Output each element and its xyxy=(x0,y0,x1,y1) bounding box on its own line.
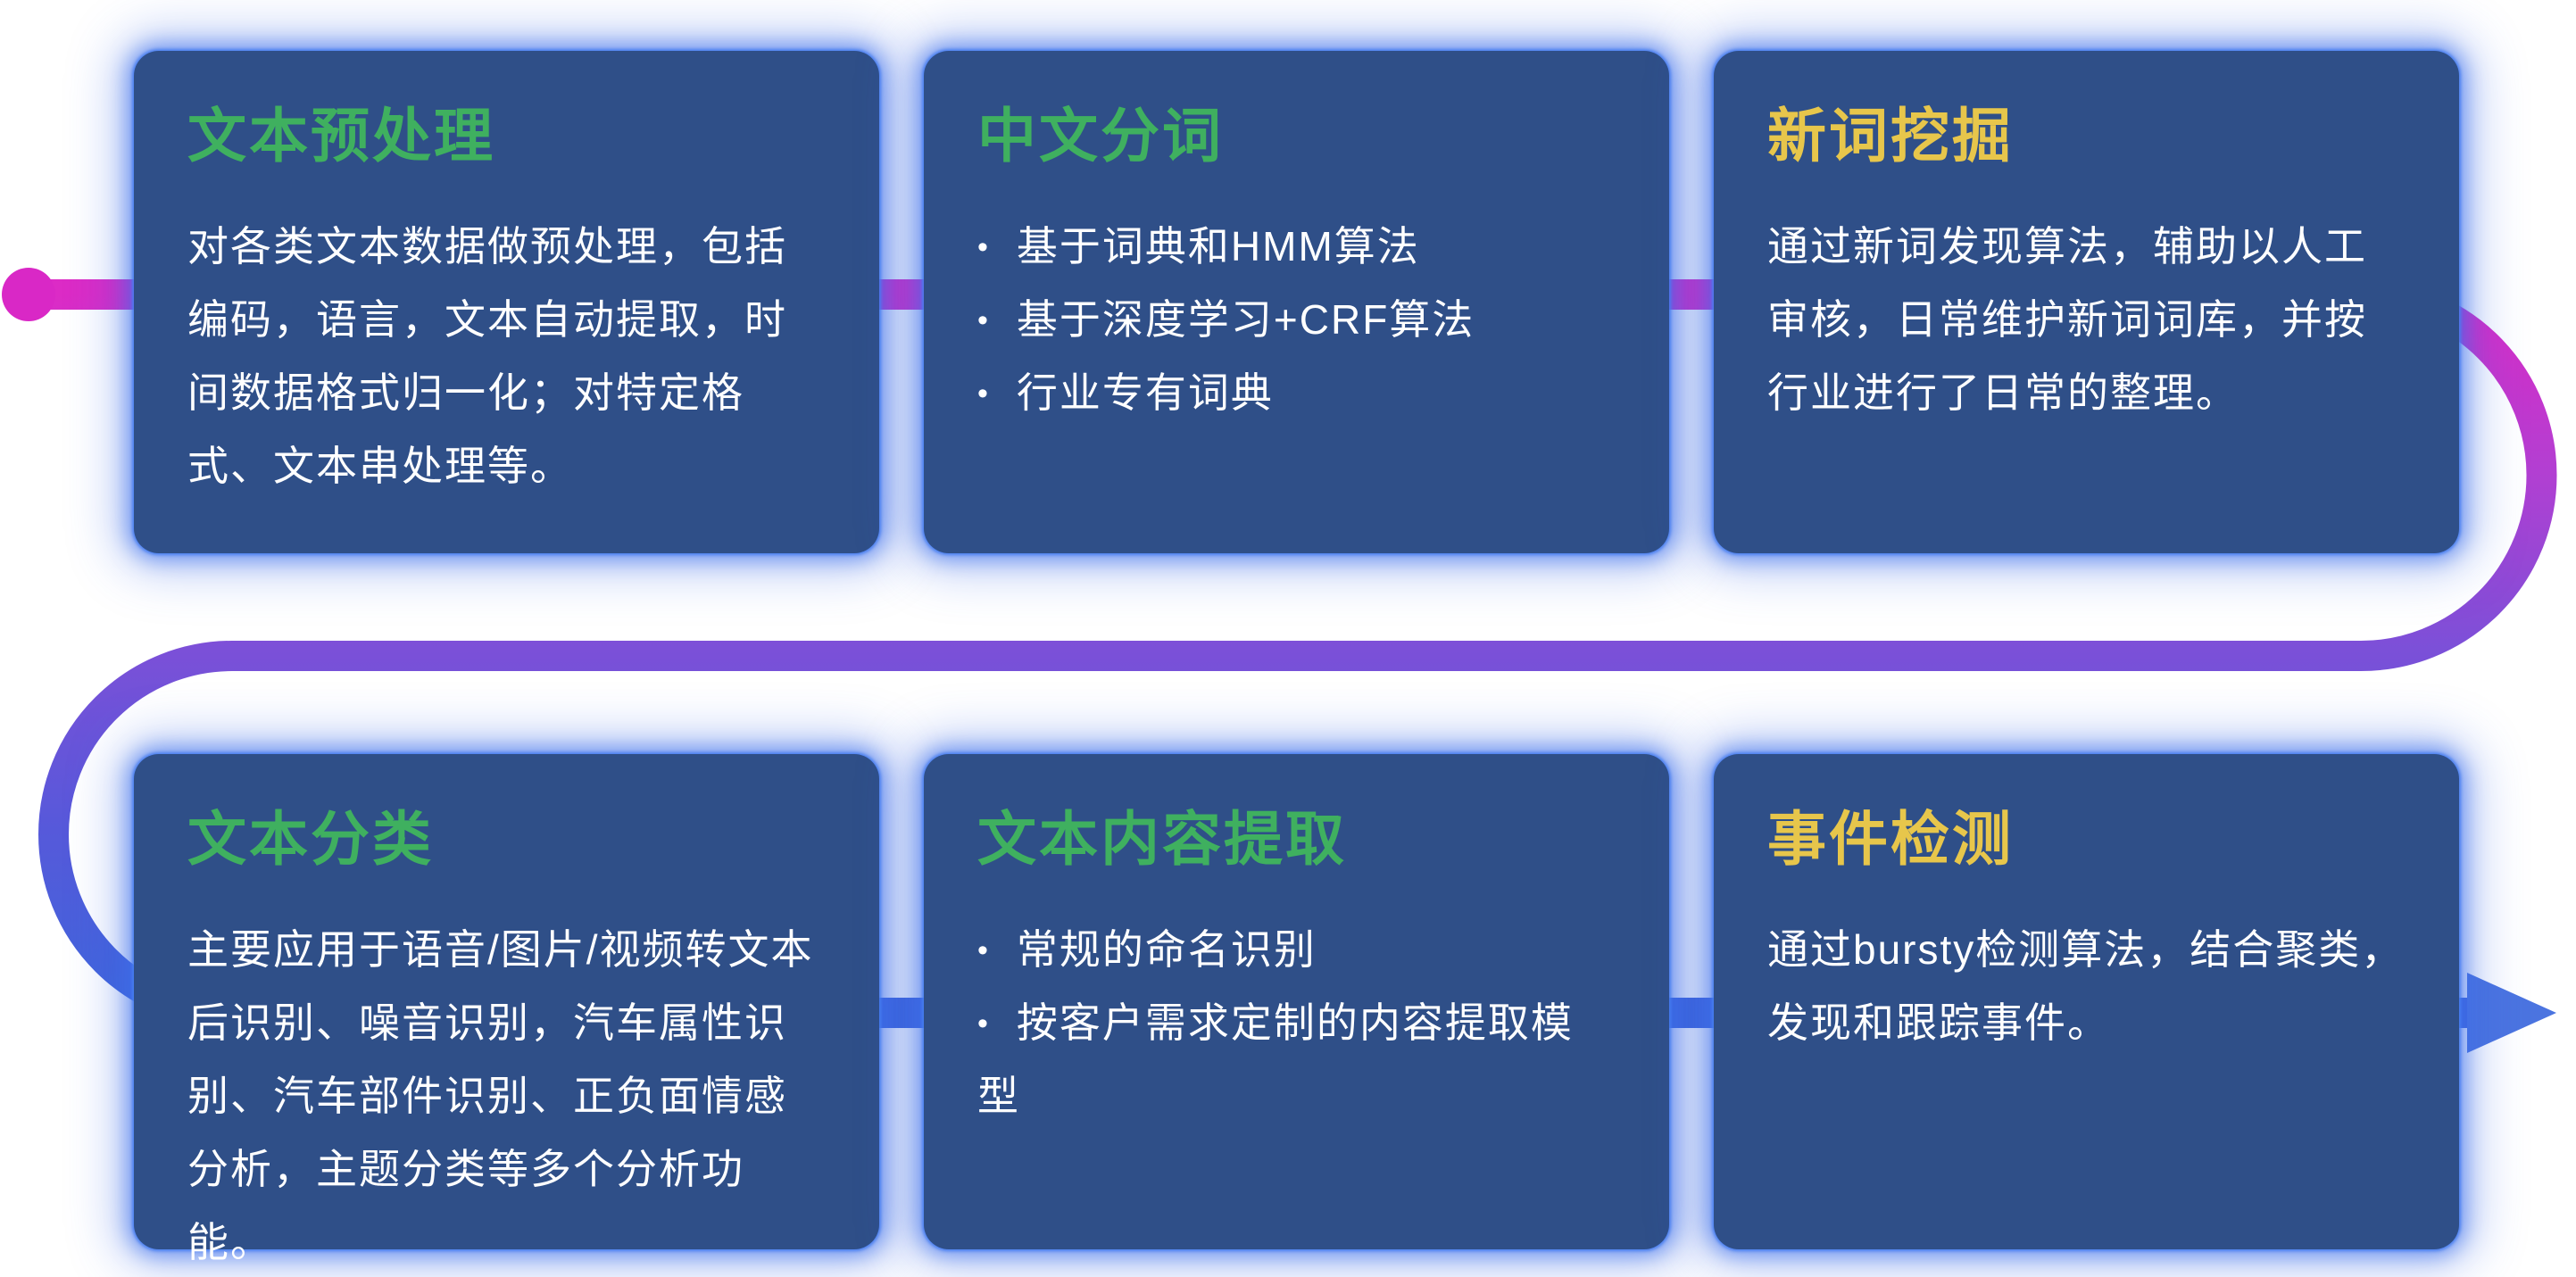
card-body: 主要应用于语音/图片/视频转文本后识别、噪音识别，汽车属性识别、汽车部件识别、正… xyxy=(187,926,814,1265)
bullet-item: 基于深度学习+CRF算法 xyxy=(977,284,1616,357)
card-new-word-mining: 新词挖掘 通过新词发现算法，辅助以人工审核，日常维护新词词库，并按行业进行了日常… xyxy=(1714,51,2459,553)
bullet-item: 常规的命名识别 xyxy=(977,914,1616,987)
card-title: 文本预处理 xyxy=(187,103,495,169)
flow-start-dot-icon xyxy=(2,268,55,321)
card-title: 文本内容提取 xyxy=(977,806,1347,872)
card-body: 通过bursty检测算法，结合聚类，发现和跟踪事件。 xyxy=(1767,926,2405,1047)
card-body: 对各类文本数据做预处理，包括编码，语言，文本自动提取，时间数据格式归一化；对特定… xyxy=(187,223,787,489)
card-event-detection: 事件检测 通过bursty检测算法，结合聚类，发现和跟踪事件。 xyxy=(1714,754,2459,1249)
card-title: 中文分词 xyxy=(977,103,1224,169)
flow-path xyxy=(29,279,2557,1028)
card-title: 文本分类 xyxy=(187,806,434,872)
flow-arrow-icon xyxy=(2467,973,2556,1053)
bullet-item: 基于词典和HMM算法 xyxy=(977,211,1616,284)
card-text-classification: 文本分类 主要应用于语音/图片/视频转文本后识别、噪音识别，汽车属性识别、汽车部… xyxy=(134,754,879,1265)
card-bullet-list: 基于词典和HMM算法 基于深度学习+CRF算法 行业专有词典 xyxy=(977,211,1616,430)
bullet-item: 按客户需求定制的内容提取模型 xyxy=(977,987,1616,1133)
card-text-content-extraction: 文本内容提取 常规的命名识别 按客户需求定制的内容提取模型 xyxy=(924,754,1669,1249)
card-body: 通过新词发现算法，辅助以人工审核，日常维护新词词库，并按行业进行了日常的整理。 xyxy=(1767,223,2367,416)
card-chinese-word-segmentation: 中文分词 基于词典和HMM算法 基于深度学习+CRF算法 行业专有词典 xyxy=(924,51,1669,553)
card-bullet-list: 常规的命名识别 按客户需求定制的内容提取模型 xyxy=(977,914,1616,1133)
card-title: 新词挖掘 xyxy=(1767,103,2014,169)
bullet-item: 行业专有词典 xyxy=(977,357,1616,430)
card-title: 事件检测 xyxy=(1767,806,2014,872)
card-text-preprocessing: 文本预处理 对各类文本数据做预处理，包括编码，语言，文本自动提取，时间数据格式归… xyxy=(134,51,879,553)
